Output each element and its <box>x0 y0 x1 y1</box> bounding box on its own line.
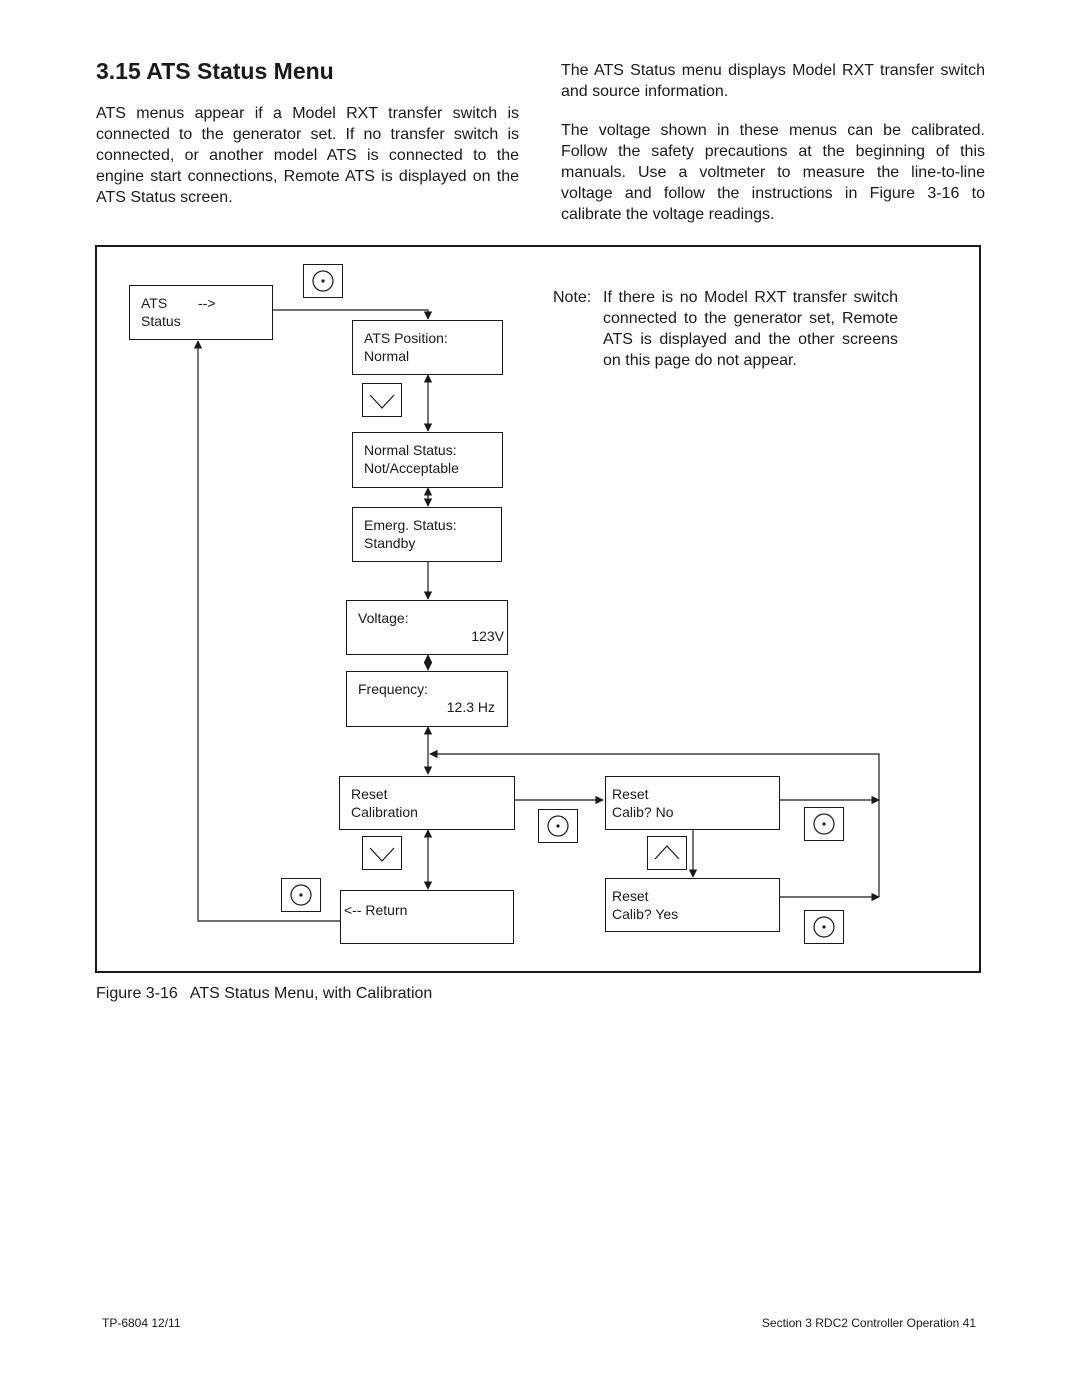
screen-return: <-- Return <box>340 890 514 944</box>
note-label: Note: <box>553 289 592 306</box>
screen-reset-calib-no-line2: Calib? No <box>612 804 674 820</box>
select-knob-icon <box>804 807 844 841</box>
screen-reset-calib-yes-line2: Calib? Yes <box>612 906 679 922</box>
figure-frame <box>95 245 981 973</box>
screen-reset-calib-yes-line1: Reset <box>612 888 649 904</box>
flow-connectors <box>193 309 880 922</box>
screen-reset-calib-yes: Reset Calib? Yes <box>605 878 780 932</box>
select-knob-icon <box>538 809 578 843</box>
screen-normal-status-line1: Normal Status: <box>364 442 457 458</box>
screen-ats-position: ATS Position: Normal <box>352 320 503 375</box>
figure-caption: Figure 3-16 ATS Status Menu, with Calibra… <box>96 985 432 1003</box>
screen-emerg-status: Emerg. Status: Standby <box>352 507 502 562</box>
screen-ats-status-arrow: --> <box>198 295 216 311</box>
screen-reset-calibration-line2: Calibration <box>351 804 418 820</box>
screen-normal-status-line2: Not/Acceptable <box>364 460 459 476</box>
screen-reset-calib-no-line1: Reset <box>612 786 649 802</box>
screen-ats-position-line1: ATS Position: <box>364 330 448 346</box>
screen-return-label: <-- Return <box>344 902 408 918</box>
screen-ats-status-line2: Status <box>141 313 181 329</box>
down-arrow-icon <box>362 836 402 870</box>
select-knob-icon <box>281 878 321 912</box>
select-knob-icon <box>303 264 343 298</box>
screen-ats-status-line1: ATS <box>141 295 168 311</box>
footer-doc-id: TP-6804 12/11 <box>102 1316 181 1330</box>
screen-frequency: Frequency: 12.3 Hz <box>346 671 508 727</box>
note-text: If there is no Model RXT transfer switch… <box>603 289 898 369</box>
screen-reset-calib-no: Reset Calib? No <box>605 776 780 830</box>
up-arrow-icon <box>647 836 687 870</box>
screen-normal-status: Normal Status: Not/Acceptable <box>352 432 503 488</box>
screen-frequency-label: Frequency: <box>358 681 429 697</box>
screen-ats-status: ATS --> Status <box>129 285 273 340</box>
figure-caption-number: Figure 3-16 <box>96 985 178 1002</box>
screen-emerg-status-line2: Standby <box>364 535 416 551</box>
screen-reset-calibration-line1: Reset <box>351 786 388 802</box>
select-knob-icon <box>804 910 844 944</box>
screen-voltage: Voltage: 123V <box>346 600 508 655</box>
intro-paragraph-left: ATS menus appear if a Model RXT transfer… <box>96 105 519 206</box>
screen-voltage-label: Voltage: <box>358 610 409 626</box>
intro-paragraph-right-2: The voltage shown in these menus can be … <box>561 122 985 223</box>
screen-reset-calibration: Reset Calibration <box>339 776 515 830</box>
screen-frequency-value: 12.3 Hz <box>446 699 495 715</box>
screen-emerg-status-line1: Emerg. Status: <box>364 517 457 533</box>
figure-caption-text: ATS Status Menu, with Calibration <box>189 985 433 1002</box>
screen-ats-position-line2: Normal <box>364 348 410 364</box>
footer-section-page: Section 3 RDC2 Controller Operation 41 <box>761 1316 976 1330</box>
down-arrow-icon <box>362 383 402 417</box>
intro-paragraph-right-1: The ATS Status menu displays Model RXT t… <box>561 62 985 100</box>
section-heading: 3.15 ATS Status Menu <box>96 58 334 84</box>
screen-voltage-value: 123V <box>471 628 504 644</box>
